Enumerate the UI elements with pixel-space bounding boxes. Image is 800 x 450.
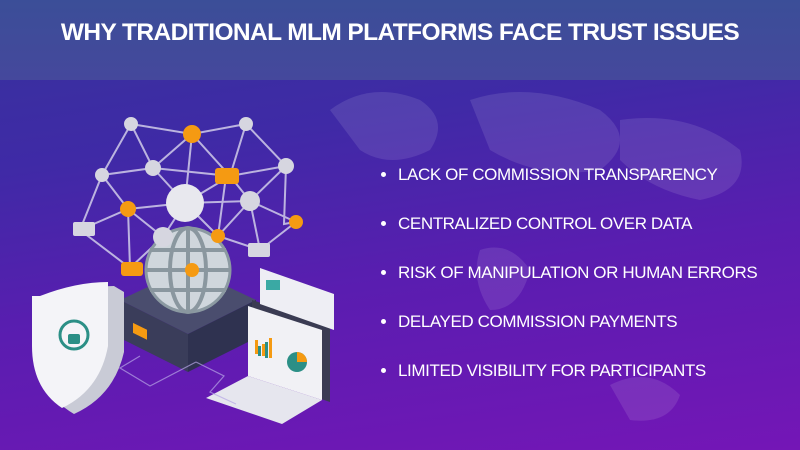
list-item: LACK OF COMMISSION TRANSPARENCY: [377, 150, 757, 199]
list-item-label: RISK OF MANIPULATION OR HUMAN ERRORS: [398, 262, 758, 282]
network-nodes: [73, 117, 303, 277]
bullet-icon: [381, 172, 386, 177]
header-band: WHY TRADITIONAL MLM PLATFORMS FACE TRUST…: [0, 0, 800, 80]
bullet-icon: [381, 221, 386, 226]
bullet-icon: [381, 368, 386, 373]
page-title: WHY TRADITIONAL MLM PLATFORMS FACE TRUST…: [60, 18, 740, 46]
list-item-label: LIMITED VISIBILITY FOR PARTICIPANTS: [398, 360, 706, 380]
trust-issues-list: LACK OF COMMISSION TRANSPARENCY CENTRALI…: [377, 150, 758, 395]
list-item: CENTRALIZED CONTROL OVER DATA: [377, 199, 757, 248]
list-item-label: DELAYED COMMISSION PAYMENTS: [398, 311, 678, 331]
list-item-label: LACK OF COMMISSION TRANSPARENCY: [398, 164, 718, 184]
list-item: LIMITED VISIBILITY FOR PARTICIPANTS: [377, 346, 757, 395]
bullet-icon: [381, 319, 386, 324]
list-item-label: CENTRALIZED CONTROL OVER DATA: [398, 213, 693, 233]
laptop-dashboard: [206, 268, 334, 424]
list-item: DELAYED COMMISSION PAYMENTS: [377, 297, 757, 346]
blockchain-illustration: [32, 117, 334, 424]
list-item: RISK OF MANIPULATION OR HUMAN ERRORS: [377, 248, 758, 297]
globe-on-server: [120, 226, 256, 372]
bullet-icon: [381, 270, 386, 275]
circuit-lines: [118, 355, 237, 405]
shield-lock-icon: [32, 282, 124, 414]
